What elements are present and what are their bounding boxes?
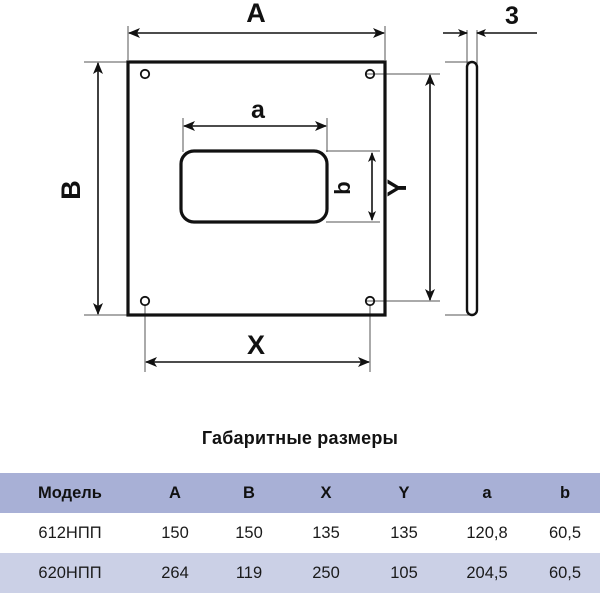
screw-hole-top-left [139,68,151,80]
column-header-b-inner: b [559,483,571,502]
dimension-label-thickness: 3 [505,2,519,30]
dimension-label-A: A [246,0,266,28]
cell-a-total: 264 [161,563,189,582]
dimensions-table: Модель A B X Y a b 612НПП 150 150 135 13… [0,473,600,593]
cell-y: 105 [390,563,418,582]
column-header-y: Y [398,483,410,502]
cell-model: 620НПП [38,563,102,582]
column-header-a-total: A [169,483,181,502]
dimension-label-B: B [56,180,86,200]
cell-b-total: 150 [235,523,263,542]
dimension-label-b: b [330,181,355,194]
table-body: 612НПП 150 150 135 135 120,8 60,5 620НПП… [0,513,600,593]
cell-b-total: 119 [235,563,263,582]
screw-hole-bottom-right [364,295,376,307]
dimension-label-a: a [251,96,266,124]
side-profile-outline [465,60,479,317]
screw-hole-top-right [364,68,376,80]
cell-x: 135 [312,523,340,542]
column-header-b-total: B [243,483,255,502]
column-header-a-inner: a [482,483,492,502]
cell-b-inner: 60,5 [548,563,582,582]
table-header: Модель A B X Y a b [0,473,600,513]
dimension-label-X: X [247,330,265,360]
screw-holes [139,68,376,307]
cell-a-inner: 204,5 [466,563,508,582]
table-row: 620НПП 264 119 250 105 204,5 60,5 [0,553,600,593]
extension-lines [84,26,478,372]
dimension-lines [93,28,537,367]
cell-y: 135 [390,523,418,542]
plate-outline [126,60,387,317]
cell-a-total: 150 [161,523,189,542]
cell-x: 250 [312,563,340,582]
screw-hole-bottom-left [139,295,151,307]
technical-drawing: A B a b X Y 3 [56,0,537,372]
column-header-x: X [320,483,332,502]
cell-model: 612НПП [38,523,102,542]
column-header-model: Модель [38,483,102,502]
cell-a-inner: 120,8 [466,523,508,542]
inner-window-outline [179,149,329,224]
dimension-label-Y: Y [382,179,412,197]
page-title: Габаритные размеры [201,428,399,448]
table-header-row: Модель A B X Y a b [0,473,600,513]
table-row: 612НПП 150 150 135 135 120,8 60,5 [0,513,600,553]
cell-b-inner: 60,5 [548,523,582,542]
